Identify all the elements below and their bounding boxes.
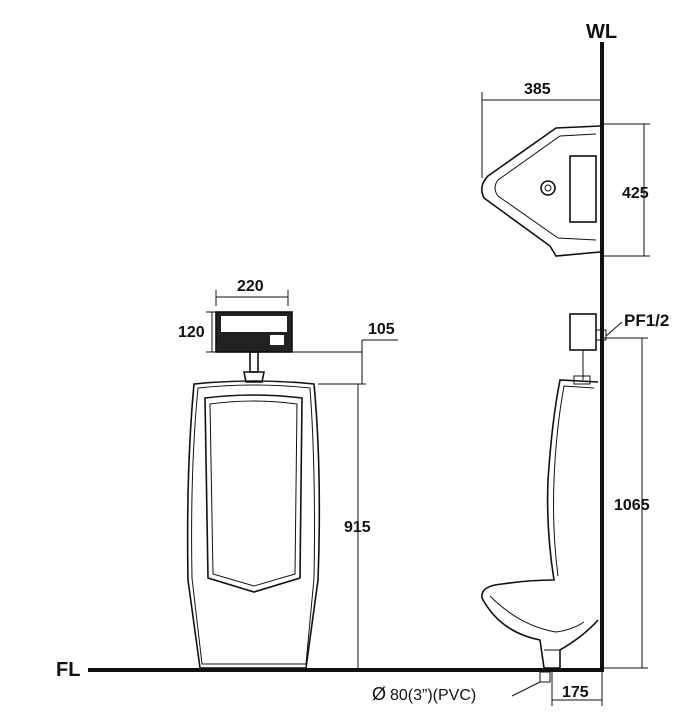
drain-note: Ø 80(3”)(PVC) <box>372 671 551 704</box>
dim-side-sensor-height: 425 <box>604 123 650 257</box>
svg-text:915: 915 <box>344 519 371 536</box>
dim-front-inlet-height: 915 <box>344 383 371 668</box>
svg-text:175: 175 <box>562 684 589 701</box>
side-flush-valve: PF1/2 <box>569 311 669 380</box>
wall-label: WL <box>586 21 617 43</box>
dim-front-pipe-offset: 105 <box>292 321 398 385</box>
side-urinal <box>481 375 599 669</box>
dim-side-drain-offset: 175 <box>551 672 603 706</box>
svg-text:425: 425 <box>622 185 649 202</box>
svg-text:105: 105 <box>368 321 395 338</box>
dim-side-projection: 385 <box>481 81 600 178</box>
svg-text:220: 220 <box>237 278 264 295</box>
dim-side-inlet-height: 1065 <box>604 337 650 669</box>
svg-text:1065: 1065 <box>614 497 650 514</box>
floor-label: FL <box>56 659 80 681</box>
dim-front-sensor-width: 220 <box>215 278 289 306</box>
svg-text:385: 385 <box>524 81 551 98</box>
front-sensor-box <box>215 311 293 353</box>
front-flush-pipe <box>243 351 265 383</box>
svg-text:Ø: Ø <box>372 684 386 704</box>
side-wall-sensor <box>480 125 601 257</box>
svg-text:120: 120 <box>178 324 205 341</box>
front-urinal <box>186 380 321 669</box>
dim-front-sensor-height: 120 <box>178 311 216 353</box>
svg-text:PF1/2: PF1/2 <box>624 311 669 330</box>
svg-text:80(3”)(PVC): 80(3”)(PVC) <box>390 687 476 704</box>
